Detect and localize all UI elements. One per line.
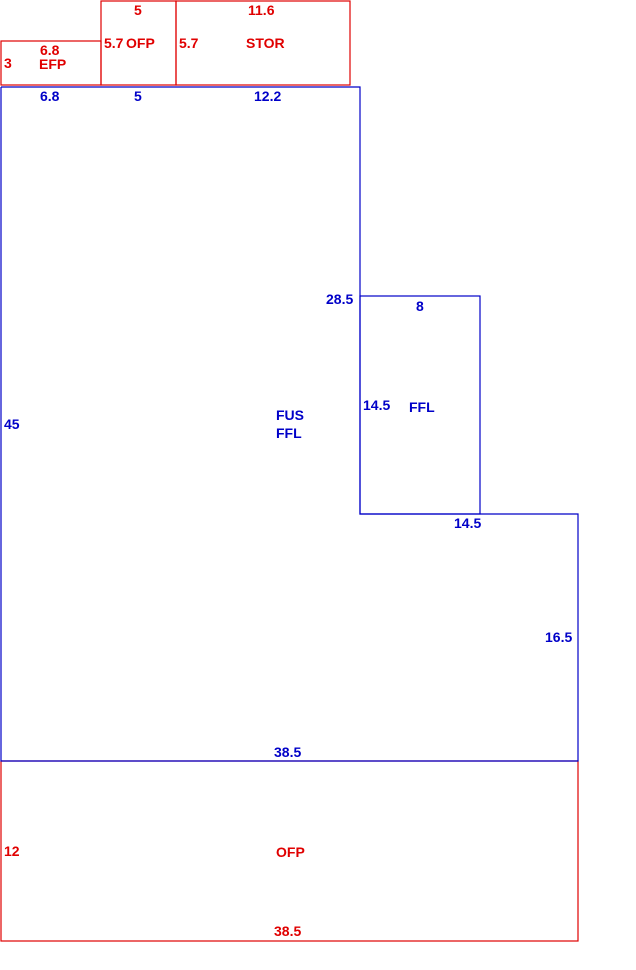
efp-label: EFP bbox=[39, 56, 66, 72]
fus-top-dimension-1: 6.8 bbox=[40, 88, 60, 104]
fus-left-dimension: 45 bbox=[4, 416, 20, 432]
stor-left-dimension: 5.7 bbox=[179, 35, 199, 51]
fus-right-lower-dimension: 16.5 bbox=[545, 629, 572, 645]
fus-label-line-1: FUS bbox=[276, 407, 304, 423]
ffl-top-dimension: 8 bbox=[416, 298, 424, 314]
ofp-bottom-bottom-dimension: 38.5 bbox=[274, 923, 301, 939]
ofp-top-left-dimension: 5.7 bbox=[104, 35, 124, 51]
fus-top-dimension-3: 12.2 bbox=[254, 88, 281, 104]
fus-outline bbox=[0, 86, 579, 762]
ffl-outline bbox=[359, 295, 481, 515]
efp-left-dimension: 3 bbox=[4, 55, 12, 71]
ffl-left-dimension: 14.5 bbox=[363, 397, 390, 413]
efp-top-dimension: 6.8 bbox=[40, 42, 60, 58]
ofp-bottom-label: OFP bbox=[276, 844, 305, 860]
fus-label-line-2: FFL bbox=[276, 425, 302, 441]
fus-top-dimension-2: 5 bbox=[134, 88, 142, 104]
stor-label: STOR bbox=[246, 35, 285, 51]
fus-step-dimension: 14.5 bbox=[454, 515, 481, 531]
ffl-label: FFL bbox=[409, 399, 435, 415]
fus-right-upper-dimension: 28.5 bbox=[326, 291, 353, 307]
stor-top-dimension: 11.6 bbox=[248, 2, 275, 18]
stor-outline bbox=[175, 0, 351, 86]
ofp-top-top-dimension: 5 bbox=[134, 2, 142, 18]
ofp-bottom-left-dimension: 12 bbox=[4, 843, 20, 859]
ofp-top-label: OFP bbox=[126, 35, 155, 51]
fus-bottom-dimension: 38.5 bbox=[274, 744, 301, 760]
